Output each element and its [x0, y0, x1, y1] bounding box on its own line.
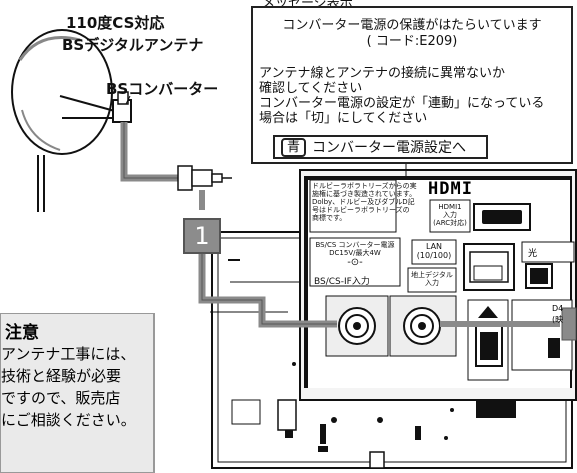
d4-sub-label: (映 [552, 315, 564, 324]
dolby-notice: ドルビーラボラトリーズからの実 施権に基づき製造されています。 Dolby、ドル… [312, 182, 417, 222]
caution-heading: 注意 [5, 323, 39, 343]
bs-power-line: DC15V/最大4W [329, 249, 381, 257]
message-body: アンテナ線とアンテナの接続に異常ないか 確認してください コンバーター電源の設定… [259, 66, 544, 126]
blue-key-label: 青 [281, 137, 307, 157]
antenna-cable-upper [120, 122, 180, 182]
dolby-line: 施権に基づき製造されています。 [312, 190, 417, 198]
lan-line: LAN [425, 242, 443, 251]
hdmi1-line: HDMI1 [438, 203, 462, 211]
message-title: メッセージ表示 [262, 0, 353, 11]
message-body-line: 場合は「切」にしてください [259, 111, 428, 126]
side-cable-plug [561, 307, 577, 341]
lan-line: (10/100) [416, 251, 452, 260]
message-body-line: コンバーター電源の設定が「連動」になっている [259, 96, 545, 111]
message-line1: コンバーター電源の保護がはたらいています [282, 18, 542, 33]
converter-power-settings-button[interactable]: 青 コンバーター電源設定へ [273, 135, 488, 159]
dolby-line: 商標です。 [312, 214, 347, 222]
tv-message-box: コンバーター電源の保護がはたらいています ( コード:E209) アンテナ線とア… [251, 6, 573, 164]
connector-panel [299, 169, 577, 401]
converter-label: BSコンバーター [106, 80, 219, 98]
hdmi1-line: (ARC対応) [433, 219, 467, 227]
caution-line: 技術と経験が必要 [1, 367, 122, 385]
terrestrial-line: 地上デジタル [411, 271, 453, 279]
lan-label: LAN (10/100) [414, 242, 454, 260]
terrestrial-label: 地上デジタル 入力 [410, 271, 454, 287]
optical-label: 光 [528, 249, 538, 259]
button-label: コンバーター電源設定へ [312, 140, 467, 156]
antenna-title-line2: BSデジタルアンテナ [62, 36, 204, 54]
dolby-line: Dolby、ドルビー及びダブルD記 [312, 198, 415, 206]
caution-box: 注意 アンテナ工事には、 技術と経験が必要 ですので、販売店 にご相談ください。 [0, 313, 155, 473]
dolby-line: ドルビーラボラトリーズからの実 [312, 182, 417, 190]
callout-number-badge: 1 [183, 218, 221, 254]
d4-label: D4 [552, 304, 564, 313]
bs-power-label: BS/CS コンバーター電源 DC15V/最大4W -⊙- [312, 241, 398, 269]
converter-pointer [125, 95, 131, 105]
message-body-line: アンテナ線とアンテナの接続に異常ないか [259, 66, 505, 81]
antenna-title-line1: 110度CS対応 [66, 14, 165, 32]
caution-line: にご相談ください。 [1, 411, 136, 429]
dolby-line: 号はドルビーラボラトリーズの [312, 206, 410, 214]
message-code: ( コード:E209) [366, 34, 458, 49]
message-body-line: 確認してください [259, 81, 363, 96]
caution-line: ですので、販売店 [1, 389, 121, 407]
satellite-dish-illustration [11, 29, 132, 212]
caution-line: アンテナ工事には、 [1, 345, 136, 363]
bs-input-label: BS/CS-IF入力 [314, 277, 370, 287]
caution-body: アンテナ工事には、 技術と経験が必要 ですので、販売店 にご相談ください。 [1, 343, 136, 431]
terrestrial-line: 入力 [425, 279, 439, 287]
f-connector [177, 165, 232, 191]
hdmi-logo: HDMI [428, 179, 473, 199]
bs-power-line: BS/CS コンバーター電源 [315, 241, 395, 249]
hdmi1-label: HDMI1 入力 (ARC対応) [432, 203, 468, 227]
dc-polarity-icon: -⊙- [347, 257, 363, 268]
hdmi1-line: 入力 [443, 211, 457, 219]
